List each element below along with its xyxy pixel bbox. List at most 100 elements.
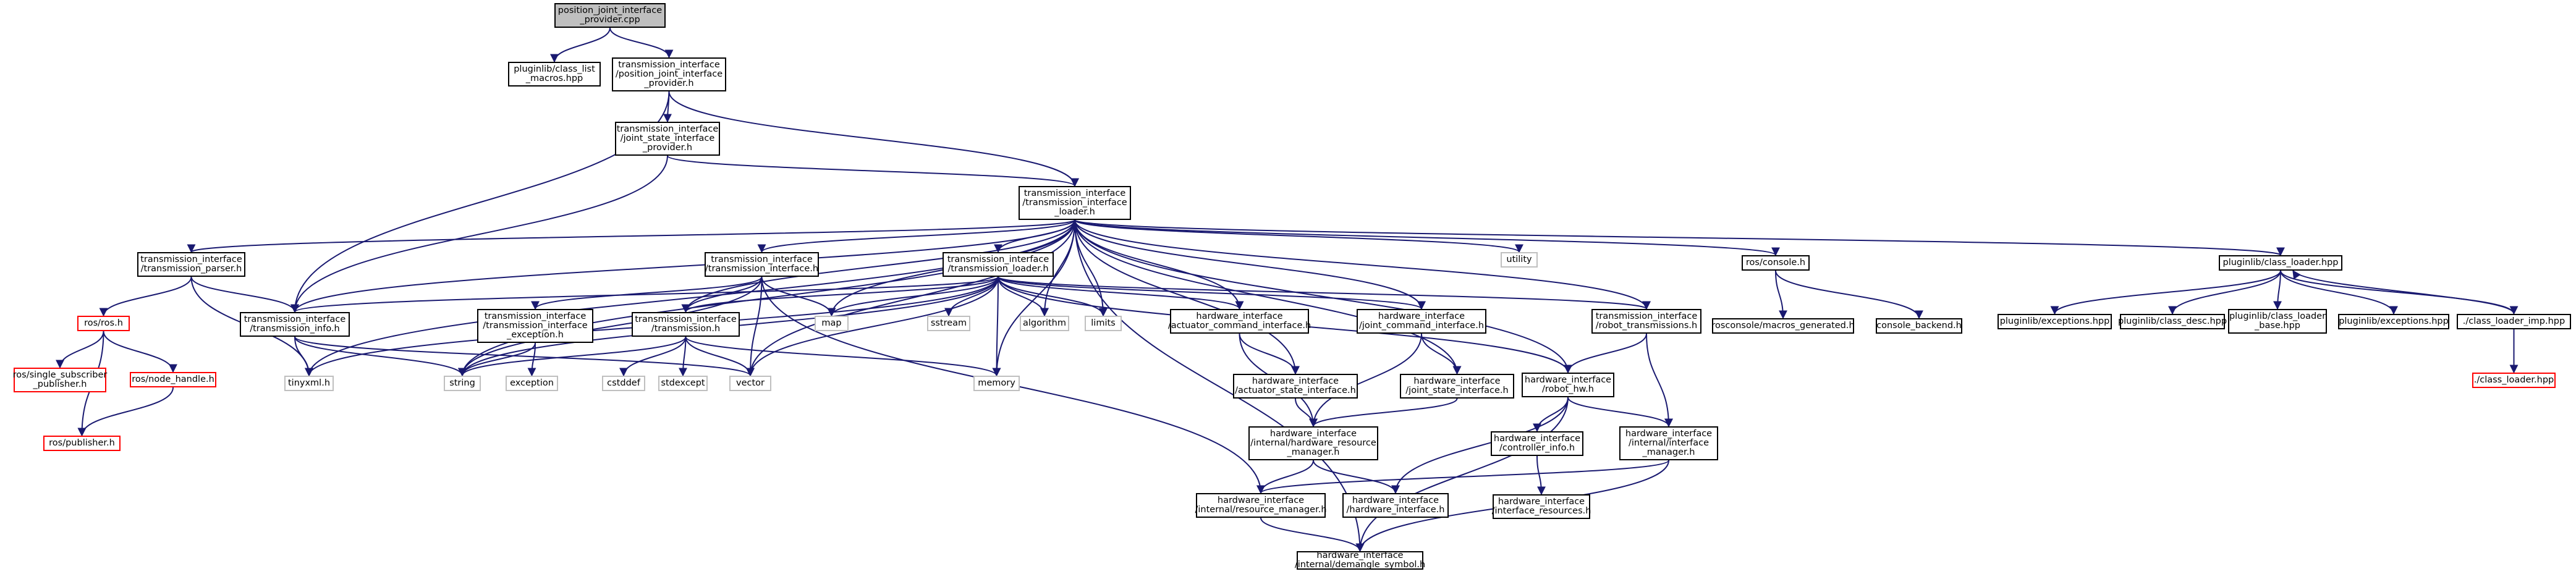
node-robot-hw-h[interactable]: hardware_interface/robot_hw.h xyxy=(1522,373,1614,397)
node-label-line: /actuator_command_interface.h xyxy=(1167,321,1311,331)
node-ti-exc-h[interactable]: transmission_interface/transmission_inte… xyxy=(477,309,593,343)
node-rc-h[interactable]: ros/console.h xyxy=(1742,255,1810,271)
node-robot-tr-h[interactable]: transmission_interface/robot_transmissio… xyxy=(1591,309,1701,334)
node-jsi-h[interactable]: hardware_interface/joint_state_interface… xyxy=(1400,374,1514,399)
node-cstddef: cstddef xyxy=(602,376,645,391)
node-string: string xyxy=(444,376,481,391)
edge-cl-imp-hpp-to-cl-hpp xyxy=(2292,269,2515,314)
edge-jci-h-to-jsi-h xyxy=(1421,333,1462,375)
node-label-line: ros/single_subscriber xyxy=(12,370,108,380)
node-memory: memory xyxy=(973,376,1020,391)
node-map: map xyxy=(815,316,849,331)
node-label-line: transmission_interface xyxy=(484,311,587,321)
node-label-line: transmission_interface xyxy=(947,255,1049,264)
edge-ros-h-to-ros-ssp-h xyxy=(56,331,104,369)
node-label-line: /robot_hw.h xyxy=(1542,384,1594,394)
node-label-line: _provider.h xyxy=(644,78,694,88)
edge-ros-h-to-ros-nh-h xyxy=(103,331,177,373)
node-label-line: _macros.hpp xyxy=(525,74,583,83)
edge-ti-loader-h-to-jsi-h xyxy=(1074,219,1462,375)
node-label-line: /joint_command_interface.h xyxy=(1358,321,1485,331)
node-cl-macros[interactable]: pluginlib/class_list_macros.hpp xyxy=(508,62,601,87)
node-pji-provider-h[interactable]: transmission_interface/position_joint_in… xyxy=(612,57,726,91)
node-label-line: pluginlib/class_desc.hpp xyxy=(2117,316,2227,326)
node-t-parser-h[interactable]: transmission_interface/transmission_pars… xyxy=(137,252,245,277)
edges-layer xyxy=(56,27,2519,552)
node-jci-h[interactable]: hardware_interface/joint_command_interfa… xyxy=(1357,309,1486,334)
node-stdexcept: stdexcept xyxy=(658,376,708,391)
edge-t-loader-h-to-t-info-h xyxy=(290,276,999,313)
edge-ti-loader-h-to-t-loader-h xyxy=(994,219,1075,253)
node-ros-ssp-h[interactable]: ros/single_subscriber_publisher.h xyxy=(12,368,108,392)
node-label-line: _manager.h xyxy=(1287,447,1340,457)
node-label-line: transmission_interface xyxy=(635,314,737,324)
node-jsi-provider-h[interactable]: transmission_interface/joint_state_inter… xyxy=(615,122,720,156)
node-label-line: _manager.h xyxy=(1642,447,1695,457)
node-pl-exc2-hpp[interactable]: pluginlib/exceptions.hpp xyxy=(2338,314,2449,329)
edge-ci-h-to-ir-h xyxy=(1536,455,1546,496)
node-label-line: transmission_interface xyxy=(711,255,813,264)
node-label-line: /transmission_info.h xyxy=(250,324,340,334)
node-im-h[interactable]: hardware_interface/internal/interface_ma… xyxy=(1619,426,1718,460)
node-label-line: _loader.h xyxy=(1054,207,1095,217)
edge-transmission-h-to-cstddef xyxy=(619,336,687,377)
node-label-line: pluginlib/class_loader xyxy=(2229,311,2326,321)
node-label-line: _provider.cpp xyxy=(580,15,640,25)
node-demangle-h[interactable]: hardware_interface/internal/demangle_sym… xyxy=(1295,551,1425,570)
node-ir-h[interactable]: hardware_interface/interface_resources.h xyxy=(1492,494,1591,519)
node-t-info-h[interactable]: transmission_interface/transmission_info… xyxy=(240,312,350,337)
node-console-backend-h[interactable]: console_backend.h xyxy=(1876,318,1962,334)
node-label-line: /internal/resource_manager.h xyxy=(1195,505,1327,515)
node-ci-h[interactable]: hardware_interface/controller_info.h xyxy=(1491,431,1583,456)
edge-hrm-h-to-hwi-h xyxy=(1313,460,1400,494)
edge-ti-loader-h-to-vector xyxy=(746,219,1075,377)
node-label-line: hardware_interface xyxy=(1217,496,1305,505)
node-rm-h[interactable]: hardware_interface/internal/resource_man… xyxy=(1195,493,1327,518)
edge-robot-hw-h-to-im-h xyxy=(1567,397,1673,428)
node-ros-h[interactable]: ros/ros.h xyxy=(77,316,130,331)
node-label-line: hardware_interface xyxy=(1316,551,1404,560)
edge-im-h-to-rm-h xyxy=(1256,460,1669,494)
node-pl-cd-hpp[interactable]: pluginlib/class_desc.hpp xyxy=(2117,314,2227,329)
node-label-line: hardware_interface xyxy=(1498,497,1585,507)
node-label-line: transmission_interface xyxy=(1595,311,1698,321)
node-label-line: utility xyxy=(1506,255,1532,264)
node-ti-h[interactable]: transmission_interface/transmission_inte… xyxy=(705,252,819,277)
node-hwi-h[interactable]: hardware_interface/hardware_interface.h xyxy=(1342,493,1449,518)
edge-cl-hpp-to-pl-exc2-hpp xyxy=(2280,270,2398,315)
node-pl-clb-hpp[interactable]: pluginlib/class_loader_base.hpp xyxy=(2228,309,2327,334)
node-limits: limits xyxy=(1085,316,1122,331)
node-label-line: /transmission_interface.h xyxy=(705,264,819,274)
node-label-line: ros/node_handle.h xyxy=(132,374,214,384)
node-label-line: hardware_interface xyxy=(1196,311,1283,321)
node-asi-h[interactable]: hardware_interface/actuator_state_interf… xyxy=(1233,374,1358,399)
node-rc-macros-h[interactable]: rosconsole/macros_generated.h xyxy=(1711,318,1855,334)
node-label-line: hardware_interface xyxy=(1352,496,1439,505)
node-label-line: /controller_info.h xyxy=(1499,443,1575,453)
node-cl-hpp2[interactable]: ./class_loader.hpp xyxy=(2472,373,2556,388)
node-hrm-h[interactable]: hardware_interface/internal/hardware_res… xyxy=(1248,426,1378,460)
node-t-loader-h[interactable]: transmission_interface/transmission_load… xyxy=(943,252,1054,277)
node-transmission-h[interactable]: transmission_interface/transmission.h xyxy=(632,312,740,337)
edge-t-loader-h-to-map xyxy=(827,276,999,317)
node-label-line: /internal/interface xyxy=(1628,438,1710,448)
node-label-line: /joint_state_interface.h xyxy=(1405,386,1509,395)
edge-root-to-pji-provider-h xyxy=(609,27,674,59)
node-cl-imp-hpp[interactable]: ./class_loader_imp.hpp xyxy=(2457,314,2571,329)
node-label-line: _publisher.h xyxy=(33,379,87,389)
edge-ros-nh-h-to-ros-pub-h xyxy=(77,387,174,437)
node-label-line: ros/publisher.h xyxy=(49,438,115,448)
node-label-line: position_joint_interface xyxy=(557,6,663,15)
edge-robot-hw-h-to-hwi-h xyxy=(1391,397,1569,494)
edge-ti-h-to-string xyxy=(458,276,763,377)
node-cl-hpp[interactable]: pluginlib/class_loader.hpp xyxy=(2219,255,2342,271)
node-ti-loader-h[interactable]: transmission_interface/transmission_inte… xyxy=(1019,186,1131,220)
node-ros-nh-h[interactable]: ros/node_handle.h xyxy=(130,372,216,387)
edge-pji-provider-h-to-ti-loader-h xyxy=(668,91,1079,187)
edge-robot-tr-h-to-im-h xyxy=(1646,333,1673,428)
edge-aci-h-to-asi-h xyxy=(1239,333,1300,375)
node-aci-h[interactable]: hardware_interface/actuator_command_inte… xyxy=(1167,309,1311,334)
node-ros-pub-h[interactable]: ros/publisher.h xyxy=(43,436,121,451)
node-pl-exc-hpp[interactable]: pluginlib/exceptions.hpp xyxy=(1998,314,2112,329)
